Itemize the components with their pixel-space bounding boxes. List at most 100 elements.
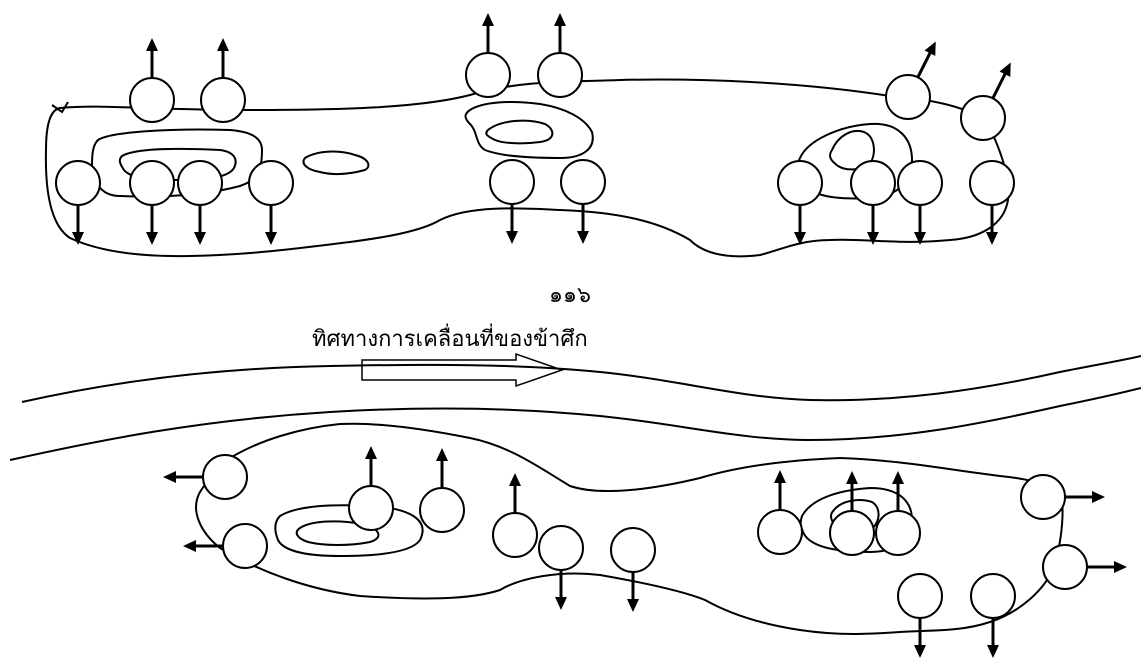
unit-arrow-head: [554, 13, 566, 26]
unit-marker: [538, 525, 584, 610]
unit-marker: [177, 160, 223, 245]
unit-marker: [1020, 474, 1105, 520]
unit-marker: [129, 160, 175, 245]
unit-marker: [897, 573, 943, 658]
unit-circle: [129, 77, 175, 123]
unit-marker: [163, 454, 248, 500]
unit-arrow-head: [914, 232, 926, 245]
unit-marker: [610, 527, 656, 612]
top-terrain-nub: [51, 101, 69, 114]
unit-circle: [885, 74, 931, 120]
unit-arrow-head: [987, 645, 999, 658]
unit-marker: [757, 470, 803, 555]
unit-marker: [960, 62, 1011, 141]
bottom-diagram: ทิศทางการเคลื่อนที่ของข้าศึก: [9, 323, 1141, 658]
unit-circle: [560, 159, 606, 205]
unit-circle: [129, 160, 175, 206]
unit-circle: [55, 160, 101, 206]
unit-marker: [1042, 544, 1127, 590]
unit-circle: [829, 510, 875, 556]
top-inner-core-left: [118, 147, 237, 181]
unit-circle: [492, 512, 538, 558]
top-inner-zone-middle: [464, 101, 594, 159]
unit-arrow-head: [436, 448, 448, 461]
unit-circle: [970, 573, 1016, 619]
unit-arrow-head: [627, 599, 639, 612]
unit-marker: [348, 446, 394, 531]
unit-arrow-head: [183, 540, 196, 552]
unit-arrow-head: [892, 471, 904, 484]
unit-circle: [200, 77, 246, 123]
unit-marker: [492, 473, 538, 558]
unit-arrow-head: [265, 232, 277, 245]
unit-arrow-head: [924, 41, 936, 56]
unit-circle: [610, 527, 656, 573]
unit-arrow-head: [774, 470, 786, 483]
unit-arrow-head: [1114, 561, 1127, 573]
unit-circle: [875, 510, 921, 556]
unit-arrow-head: [1092, 491, 1105, 503]
bottom-unit-markers: [163, 446, 1127, 658]
unit-marker: [200, 38, 246, 123]
road-lower-line: [9, 387, 1141, 461]
unit-circle: [248, 160, 294, 206]
page-number: ๑๑๖: [549, 282, 591, 307]
unit-marker: [537, 13, 583, 98]
unit-marker: [970, 573, 1016, 658]
unit-marker: [560, 159, 606, 244]
unit-arrow-head: [509, 473, 521, 486]
unit-arrow-head: [867, 232, 879, 245]
unit-arrow-head: [846, 471, 858, 484]
unit-arrow-head: [365, 446, 377, 459]
unit-circle: [419, 487, 465, 533]
unit-circle: [757, 509, 803, 555]
unit-circle: [537, 52, 583, 98]
unit-marker: [129, 38, 175, 123]
unit-circle: [897, 160, 943, 206]
unit-circle: [489, 159, 535, 205]
unit-marker: [850, 160, 896, 245]
unit-circle: [1020, 474, 1066, 520]
unit-circle: [465, 52, 511, 98]
unit-marker: [419, 448, 465, 533]
unit-marker: [897, 160, 943, 245]
unit-circle: [222, 523, 268, 569]
unit-marker: [829, 471, 875, 556]
top-inner-patch-left: [302, 150, 370, 176]
unit-marker: [777, 160, 823, 245]
bottom-inner-core-left: [295, 520, 380, 546]
unit-circle: [897, 573, 943, 619]
direction-label: ทิศทางการเคลื่อนที่ของข้าศึก: [312, 323, 588, 351]
unit-marker: [183, 523, 268, 569]
unit-circle: [969, 160, 1015, 206]
unit-arrow-head: [999, 62, 1011, 77]
unit-arrow-head: [577, 231, 589, 244]
unit-arrow-head: [72, 232, 84, 245]
top-inner-core-middle: [485, 119, 554, 145]
direction-arrow: [361, 352, 565, 388]
unit-arrow-head: [506, 231, 518, 244]
unit-marker: [55, 160, 101, 245]
unit-arrow-head: [914, 645, 926, 658]
unit-arrow-head: [194, 232, 206, 245]
unit-circle: [777, 160, 823, 206]
unit-circle: [538, 525, 584, 571]
unit-arrow-head: [794, 232, 806, 245]
road-upper-line: [21, 355, 1141, 403]
top-inner-core-right: [829, 130, 875, 171]
unit-marker: [248, 160, 294, 245]
unit-arrow-head: [217, 38, 229, 51]
unit-arrow-head: [986, 232, 998, 245]
top-unit-markers: [55, 13, 1015, 245]
unit-marker: [465, 13, 511, 98]
unit-arrow-head: [146, 38, 158, 51]
unit-circle: [348, 485, 394, 531]
unit-arrow-head: [555, 597, 567, 610]
top-terrain-outline: [44, 78, 1010, 258]
unit-arrow-head: [482, 13, 494, 26]
unit-circle: [1042, 544, 1088, 590]
unit-circle: [960, 95, 1006, 141]
top-diagram: [44, 13, 1015, 258]
unit-marker: [489, 159, 535, 244]
